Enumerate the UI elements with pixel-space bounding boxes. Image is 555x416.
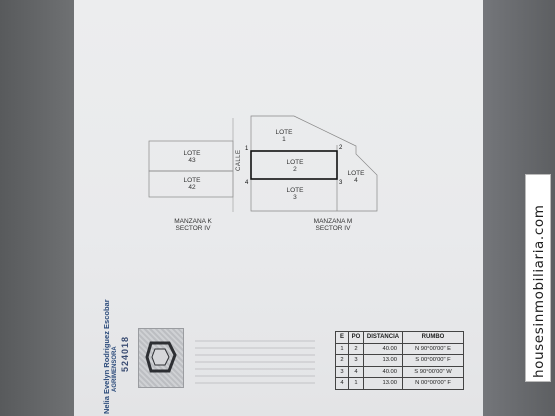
street-label: CALLE (236, 149, 242, 171)
table-row: 3 4 40.00 S 90°00'00" W (335, 365, 464, 378)
cell-po: 1 (348, 377, 364, 390)
table-row: 1 2 40.00 N 90°00'00" E (335, 342, 464, 355)
signature-name: Nelia Evelyn Rodriguez Escobar (102, 299, 111, 414)
watermark-text: housesinmobiliaria.com (531, 204, 547, 378)
table-row: 2 3 13.00 S 00°00'00" F (335, 354, 464, 367)
cell-distancia: 40.00 (363, 365, 403, 378)
cell-po: 4 (348, 365, 364, 378)
stamp-number: 524018 (120, 335, 130, 372)
cell-po: 2 (348, 342, 364, 355)
cell-distancia: 13.00 (363, 354, 403, 367)
cell-e: 2 (335, 354, 349, 367)
official-seal (138, 328, 184, 388)
cell-e: 1 (335, 342, 349, 355)
table-header-row: E PO DISTANCIA RUMBO (335, 331, 464, 344)
header-e: E (335, 331, 349, 344)
manzana-m-outline (250, 115, 378, 212)
cell-rumbo: N 00°00'00" F (402, 377, 464, 390)
table-row: 4 1 13.00 N 00°00'00" F (335, 377, 464, 390)
cell-e: 4 (335, 377, 349, 390)
cell-distancia: 13.00 (363, 377, 403, 390)
rumbo-table: E PO DISTANCIA RUMBO 1 2 40.00 N 90°00'0… (335, 331, 464, 390)
vertex-1-label: 1 (245, 146, 249, 152)
cell-rumbo: N 90°00'00" E (402, 342, 464, 355)
lote-2-boundary (250, 150, 338, 180)
vertex-3-label: 3 (339, 180, 343, 186)
signature-title: AGRIMENSORA (112, 346, 118, 392)
background-left (0, 0, 74, 416)
cell-e: 3 (335, 365, 349, 378)
faded-background-text (195, 336, 315, 384)
cell-po: 3 (348, 354, 364, 367)
header-rumbo: RUMBO (402, 331, 464, 344)
vertex-2-label: 2 (339, 145, 343, 151)
cell-distancia: 40.00 (363, 342, 403, 355)
vertex-4-label: 4 (245, 180, 249, 186)
header-po: PO (348, 331, 364, 344)
cell-rumbo: S 90°00'00" W (402, 365, 464, 378)
header-distancia: DISTANCIA (363, 331, 403, 344)
cell-rumbo: S 00°00'00" F (402, 354, 464, 367)
watermark-banner (525, 174, 551, 382)
seal-emblem-icon (145, 341, 177, 373)
